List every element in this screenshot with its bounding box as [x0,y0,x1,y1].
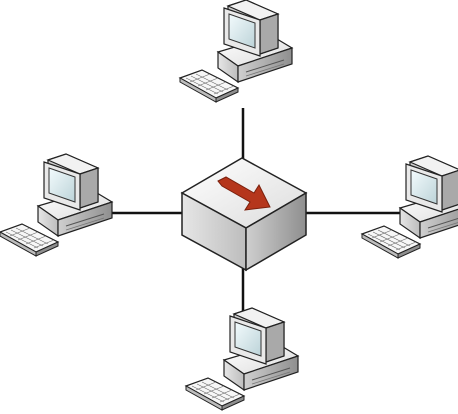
computer-icon [179,0,293,103]
switch-arrow-icon [217,176,271,211]
network-switch-icon [180,157,308,272]
computer-icon [0,153,113,257]
computer-icon [361,155,458,259]
computer-icon [185,307,299,411]
